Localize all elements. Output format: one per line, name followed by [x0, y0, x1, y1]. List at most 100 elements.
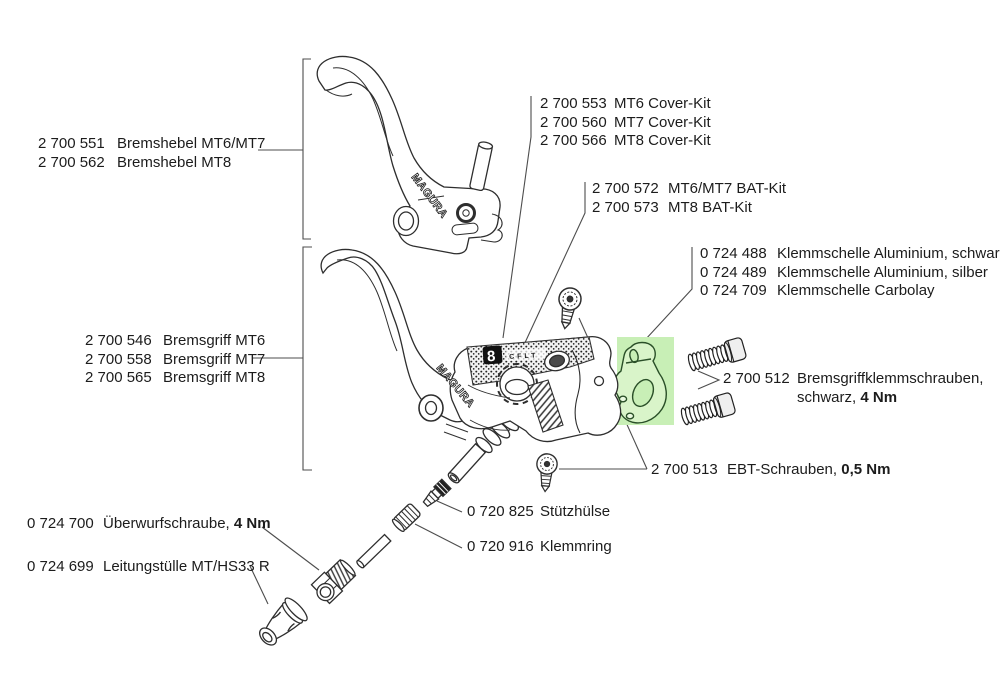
part-name: MT8 BAT-Kit	[668, 198, 752, 216]
bremsgriff-drawing: 8 CFLT	[320, 248, 622, 484]
leader-klemmschelle	[644, 247, 693, 341]
label-row: 2 700 562 Bremshebel MT8	[38, 154, 265, 173]
part-number: 2 700 513	[651, 461, 718, 478]
stuetzhuelse-drawing	[422, 478, 452, 508]
part-number: 2 700 566	[540, 132, 607, 149]
part-number: 0 724 700	[27, 515, 94, 532]
label-row: 0 724 700 Überwurfschraube, 4 Nm	[27, 515, 271, 534]
hose-parts-drawing	[259, 478, 452, 646]
part-name: Bremsgriff MT7	[163, 350, 266, 368]
label-row: schwarz, 4 Nm	[723, 389, 983, 408]
ebt-knob-drawing	[496, 363, 538, 405]
part-number: 2 700 560	[540, 113, 607, 131]
label-row: 2 700 560 MT7 Cover-Kit	[540, 114, 711, 133]
label-leitungstuelle: 0 724 699 Leitungstülle MT/HS33 R	[27, 558, 270, 577]
leader-klemmring	[414, 523, 463, 549]
part-number-spacer	[723, 389, 797, 408]
part-name: Klemmschelle Aluminium, schwarz	[777, 245, 1000, 262]
label-row: 2 700 513 EBT-Schrauben, 0,5 Nm	[651, 461, 890, 480]
clamp-screw-bottom	[680, 392, 736, 426]
clamp-screws-drawing	[680, 337, 747, 426]
part-number: 2 700 573	[592, 198, 659, 216]
part-number: 0 724 489	[700, 263, 767, 281]
part-number: 0 724 699	[27, 558, 94, 575]
piston-rod-drawing	[447, 442, 487, 484]
part-name: EBT-Schrauben, 0,5 Nm	[727, 461, 890, 480]
label-stuetzhuelse: 0 720 825 Stützhülse	[467, 503, 610, 522]
label-klemmschrauben: 2 700 512 Bremsgriffklemmschrauben, schw…	[723, 370, 983, 407]
part-number: 2 700 562	[38, 153, 105, 171]
leader-cover-kit	[502, 96, 532, 339]
bremshebel-drawing: MAGURA	[316, 55, 503, 255]
part-name: Bremshebel MT8	[117, 153, 232, 171]
ebt-screws-drawing	[536, 287, 582, 493]
part-number: 2 700 572	[592, 180, 659, 197]
part-number: 2 700 565	[85, 369, 152, 386]
label-klemmring: 0 720 916 Klemmring	[467, 538, 612, 557]
part-name: MT8 Cover-Kit	[614, 132, 711, 149]
part-name: Klemmschelle Aluminium, silber	[777, 263, 988, 281]
label-cover-kit: 2 700 553 MT6 Cover-Kit 2 700 560 MT7 Co…	[540, 95, 711, 151]
part-name: Klemmschelle Carbolay	[777, 282, 935, 299]
part-number: 2 700 558	[85, 350, 152, 368]
part-name-text: Überwurfschraube,	[103, 515, 234, 532]
lever-blade-upper	[316, 55, 501, 255]
cover-badge-plate	[482, 345, 503, 365]
part-name: Bremsgriff MT6	[163, 332, 266, 349]
knurled-section	[527, 379, 564, 433]
part-number: 0 720 825	[467, 503, 534, 520]
label-row: 2 700 565 Bremsgriff MT8	[85, 369, 265, 388]
torque-value: 4 Nm	[233, 515, 271, 532]
part-name: Bremsgriffklemmschrauben,	[797, 370, 984, 387]
label-row: 2 700 566 MT8 Cover-Kit	[540, 132, 711, 151]
label-bremsgriff: 2 700 546 Bremsgriff MT6 2 700 558 Brems…	[85, 332, 265, 388]
ueberwurfschraube-drawing	[310, 558, 357, 605]
part-number: 0 724 488	[700, 245, 767, 262]
label-bremshebel: 2 700 551 Bremshebel MT6/MT7 2 700 562 B…	[38, 135, 265, 172]
label-row: 2 700 553 MT6 Cover-Kit	[540, 95, 711, 114]
cover-text: CFLT	[509, 352, 539, 361]
leader-klemmschrauben	[697, 370, 721, 390]
part-name: MT7 Cover-Kit	[614, 113, 711, 131]
label-row: 2 700 512 Bremsgriffklemmschrauben,	[723, 370, 983, 389]
part-number: 2 700 512	[723, 370, 790, 387]
klemmring-drawing	[391, 503, 421, 532]
leader-lines	[249, 58, 721, 605]
ebt-screw-bottom	[536, 453, 558, 493]
label-row: 2 700 573 MT8 BAT-Kit	[592, 199, 786, 218]
cover-badge-8: 8	[487, 348, 497, 366]
klemmschelle-highlight-group	[613, 337, 674, 425]
label-row: 2 700 546 Bremsgriff MT6	[85, 332, 265, 351]
leader-leitungstuelle	[249, 565, 269, 605]
label-row: 0 724 699 Leitungstülle MT/HS33 R	[27, 558, 270, 577]
blade-contour-upper	[332, 67, 394, 157]
part-number: 0 720 916	[467, 538, 534, 555]
leader-stuetzhuelse	[436, 500, 463, 513]
part-name: MT6/MT7 BAT-Kit	[668, 180, 787, 197]
label-row: 2 700 572 MT6/MT7 BAT-Kit	[592, 180, 786, 199]
part-number: 2 700 546	[85, 332, 152, 349]
part-name: schwarz, 4 Nm	[797, 389, 897, 408]
part-name-text: EBT-Schrauben,	[727, 461, 842, 478]
bracket-bremsgriff	[302, 246, 312, 471]
reservoir-port-drawing	[544, 350, 570, 372]
leader-ueberwurfschraube	[261, 526, 320, 571]
part-name: Bremsgriff MT8	[163, 369, 266, 386]
label-row: 0 724 488 Klemmschelle Aluminium, schwar…	[700, 245, 1000, 264]
leitungstuelle-drawing	[259, 597, 308, 646]
part-number: 2 700 553	[540, 95, 607, 112]
label-row: 0 724 489 Klemmschelle Aluminium, silber	[700, 264, 1000, 283]
part-name: Klemmring	[540, 538, 612, 555]
label-row: 2 700 551 Bremshebel MT6/MT7	[38, 135, 265, 154]
part-name: Überwurfschraube, 4 Nm	[103, 515, 271, 534]
part-name: Leitungstülle MT/HS33 R	[103, 558, 270, 575]
label-ebt-schrauben: 2 700 513 EBT-Schrauben, 0,5 Nm	[651, 461, 890, 480]
label-bat-kit: 2 700 572 MT6/MT7 BAT-Kit 2 700 573 MT8 …	[592, 180, 786, 217]
hose-sleeve-drawing	[356, 533, 392, 569]
part-name-text: schwarz,	[797, 388, 861, 406]
leader-bat-kit	[522, 182, 586, 348]
part-number: 2 700 551	[38, 135, 105, 152]
bracket-bremshebel	[302, 58, 311, 240]
